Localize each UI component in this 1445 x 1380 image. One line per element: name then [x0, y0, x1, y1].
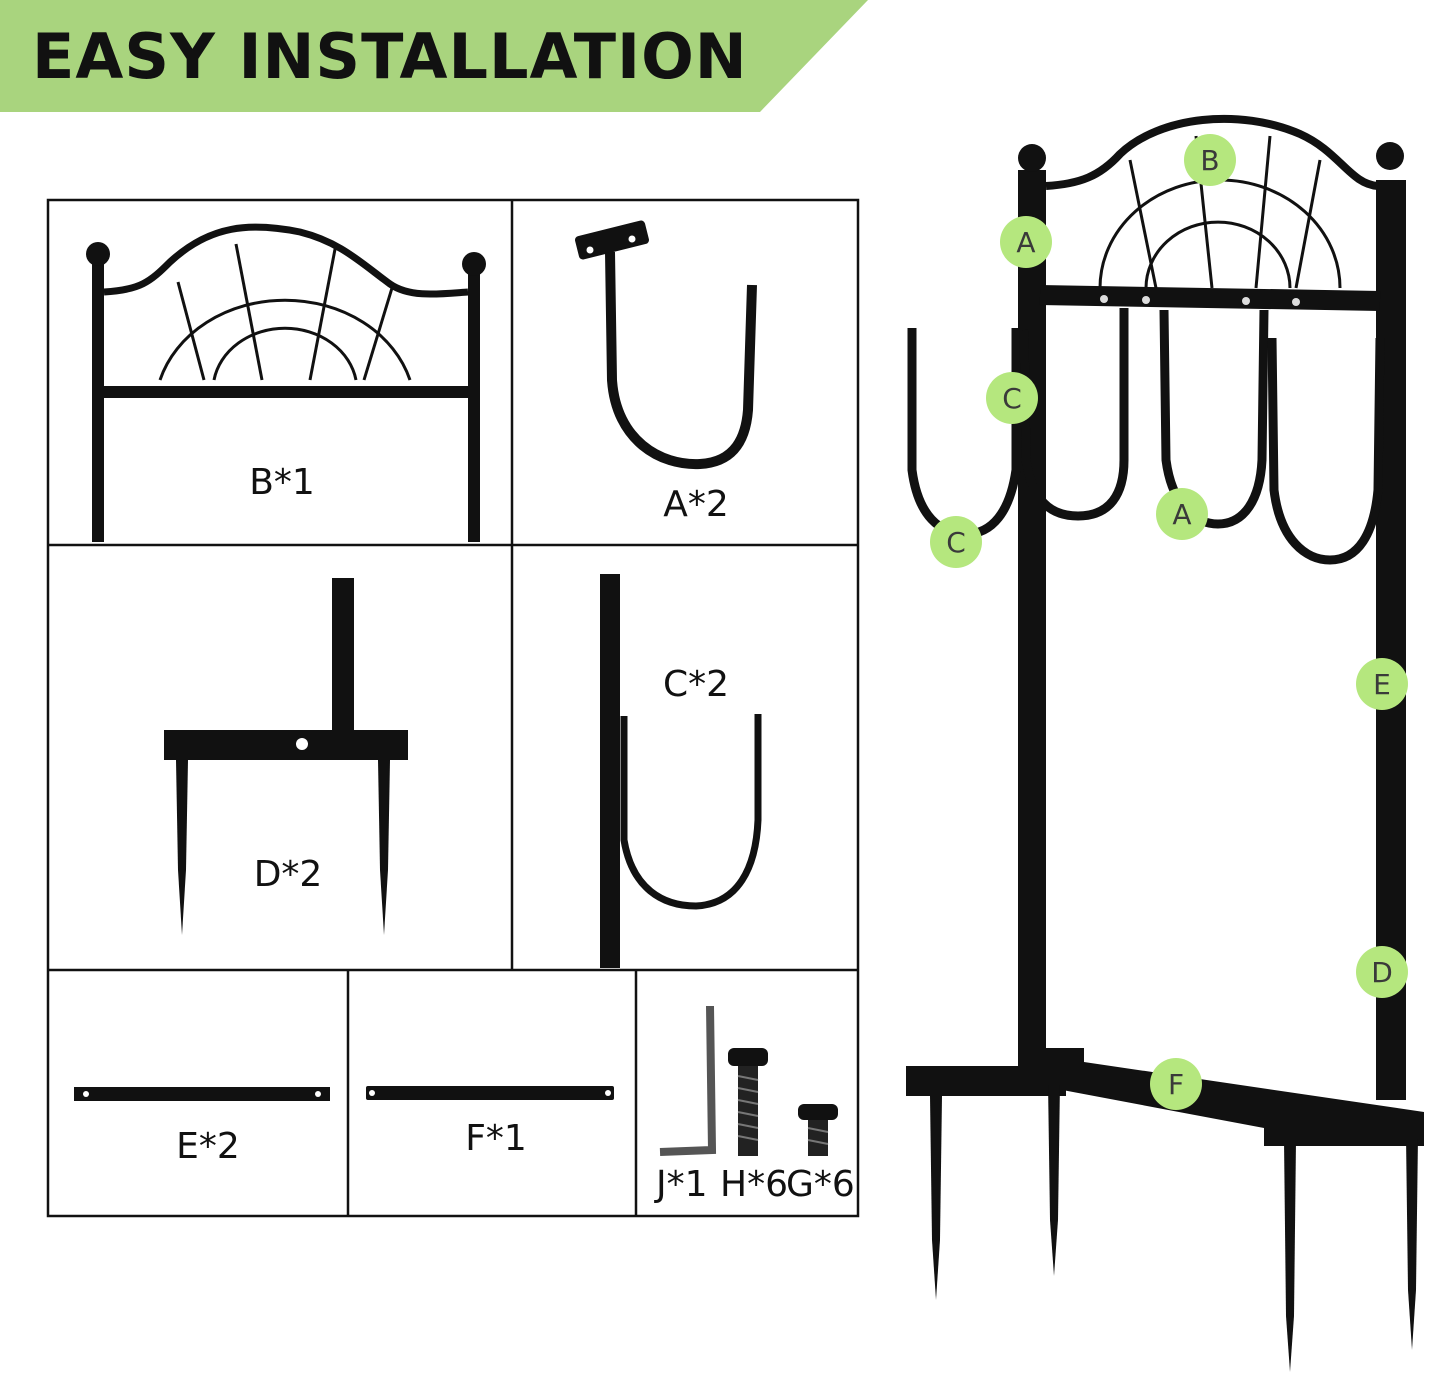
part-jhg-drawing: [659, 1005, 838, 1156]
callout-c-bottom: C: [930, 516, 982, 568]
svg-text:C: C: [946, 526, 966, 559]
part-j-label: J*1: [654, 1164, 708, 1205]
short-screw-icon: [798, 1104, 838, 1156]
assembled-holder-drawing: [906, 114, 1424, 1372]
svg-text:F: F: [1168, 1068, 1184, 1101]
callout-b: B: [1184, 134, 1236, 186]
grid-outer-border: [46, 198, 860, 1218]
part-c-drawing: [600, 574, 762, 968]
part-c-label: C*2: [663, 664, 729, 705]
part-a-drawing: [575, 220, 757, 470]
part-d-label: D*2: [254, 854, 323, 895]
banner-background: [0, 0, 868, 112]
callout-e: E: [1356, 658, 1408, 710]
long-screw-icon: [728, 1048, 768, 1156]
svg-text:A: A: [1016, 226, 1035, 259]
part-d-drawing: [164, 578, 408, 935]
svg-text:B: B: [1200, 144, 1219, 177]
part-g-label: G*6: [786, 1164, 855, 1205]
banner-title: EASY INSTALLATION: [32, 20, 748, 93]
part-f-label: F*1: [465, 1118, 527, 1159]
svg-text:D: D: [1371, 956, 1393, 989]
callout-c-top: C: [986, 372, 1038, 424]
callout-a-top: A: [1000, 216, 1052, 268]
title-banner: EASY INSTALLATION: [0, 0, 868, 112]
part-h-label: H*6: [720, 1164, 788, 1205]
part-a-label: A*2: [663, 484, 729, 525]
svg-text:E: E: [1373, 668, 1391, 701]
svg-text:A: A: [1172, 498, 1191, 531]
part-e-drawing: [74, 1087, 330, 1101]
part-e-label: E*2: [176, 1126, 240, 1167]
part-f-drawing: [366, 1086, 614, 1100]
parts-grid: [46, 198, 860, 1218]
callout-d: D: [1356, 946, 1408, 998]
svg-text:C: C: [1002, 382, 1022, 415]
part-b-label: B*1: [249, 462, 315, 503]
part-b-drawing: [86, 223, 486, 542]
callout-a-mid: A: [1156, 488, 1208, 540]
callout-f: F: [1150, 1058, 1202, 1110]
allen-wrench-icon: [659, 1005, 717, 1156]
